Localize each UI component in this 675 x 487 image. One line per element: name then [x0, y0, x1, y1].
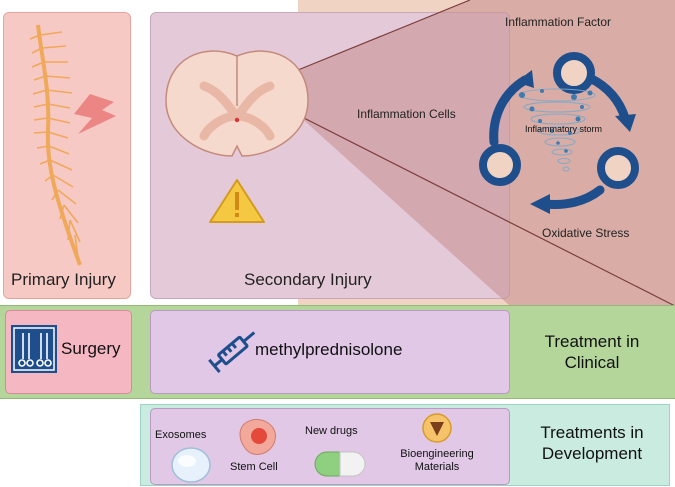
secondary-injury-label: Secondary Injury — [244, 270, 372, 289]
drug-box — [150, 310, 510, 394]
biomaterial-icon — [422, 413, 452, 443]
surgical-tools-icon — [11, 325, 57, 373]
new-drugs-label: New drugs — [305, 425, 358, 437]
spinal-cross-section-icon — [165, 50, 309, 157]
inflammation-factor-label: Inflammation Factor — [505, 15, 612, 29]
primary-injury-label: Primary Injury — [11, 270, 116, 289]
stem-cell-icon — [239, 418, 277, 455]
primary-injury-panel — [3, 12, 131, 299]
exosome-icon — [171, 447, 211, 483]
lightning-icon — [74, 94, 116, 134]
inflammatory-storm-label: Inflammatory storm — [525, 124, 603, 134]
tornado-icon — [518, 88, 596, 172]
stem-cell-label: Stem Cell — [230, 461, 278, 473]
development-title: Treatments in Development — [540, 423, 644, 463]
exosomes-label: Exosomes — [155, 429, 207, 441]
clinical-title: Treatment in Clinical — [544, 332, 640, 372]
syringe-icon — [208, 331, 256, 374]
drug-label: methylprednisolone — [255, 340, 403, 359]
capsule-icon — [314, 451, 366, 477]
oxidative-stress-label: Oxidative Stress — [542, 226, 630, 240]
spinal-cord-icon — [29, 24, 82, 266]
inflammation-cells-label: Inflammation Cells — [357, 107, 456, 121]
warning-icon — [209, 179, 265, 223]
bioengineering-materials-label: Bioengineering Materials — [400, 448, 474, 473]
surgery-label: Surgery — [61, 339, 121, 358]
cycle-arrows-icon — [479, 52, 639, 214]
